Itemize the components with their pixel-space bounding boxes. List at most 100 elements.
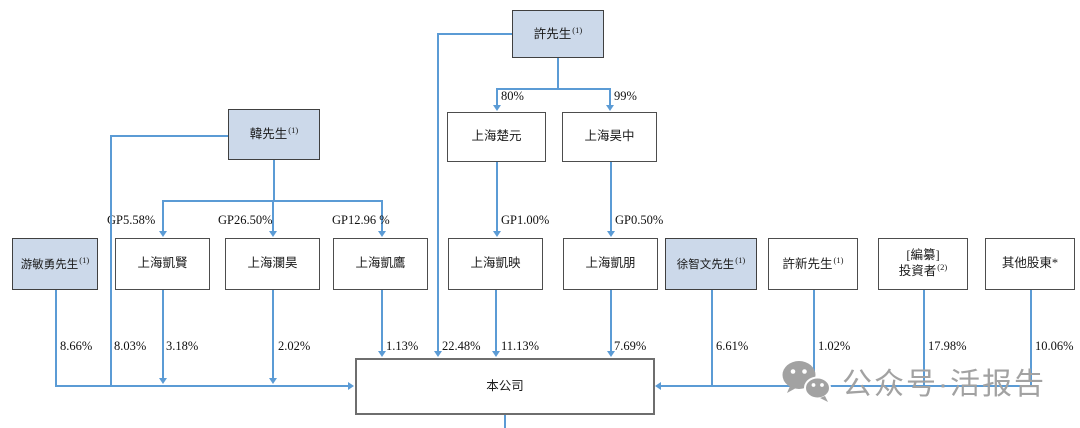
connector [110, 135, 112, 386]
entity-box-mr-han: 韓先生(1) [228, 109, 320, 160]
arrow-down-icon [493, 231, 501, 237]
ownership-label: 10.06% [1035, 339, 1074, 353]
connector [610, 162, 612, 232]
connector [557, 58, 559, 88]
connector [110, 135, 228, 137]
arrow-down-icon [269, 378, 277, 384]
ownership-label: 1.02% [818, 339, 851, 353]
arrow-down-icon [378, 231, 386, 237]
connector [55, 385, 349, 387]
watermark: 公众号·活报告 [780, 358, 1046, 404]
arrow-left-icon [655, 382, 661, 390]
note-superscript: (1) [79, 254, 90, 265]
entity-box-company: 本公司 [355, 358, 655, 415]
arrow-right-icon [348, 382, 354, 390]
entity-label: 許新先生(1) [782, 254, 844, 271]
entity-label: 許先生(1) [533, 24, 583, 41]
connector [272, 200, 274, 232]
entity-box-mr-xu: 許先生(1) [512, 10, 604, 58]
connector [495, 290, 497, 352]
entity-label: 上海凱鷹 [355, 256, 406, 271]
entity-label: 上海凱朋 [585, 256, 636, 271]
entity-box-xu-zhiwen: 徐智文先生(1) [665, 238, 757, 290]
ownership-label: 2.02% [278, 339, 311, 353]
entity-box-haozhong: 上海昊中 [562, 112, 657, 162]
entity-box-kaiying-a: 上海凱鷹 [333, 238, 428, 290]
entity-box-xu-xin: 許新先生(1) [768, 238, 858, 290]
entity-box-kaiying-b: 上海凱映 [448, 238, 543, 290]
ownership-label: 6.61% [716, 339, 749, 353]
entity-label: 上海昊中 [584, 129, 635, 144]
arrow-down-icon [378, 351, 386, 357]
entity-box-kaipeng: 上海凱朋 [563, 238, 658, 290]
connector [162, 200, 164, 232]
arrow-down-icon [606, 105, 614, 111]
ownership-label: GP1.00% [501, 213, 550, 227]
ownership-label: 1.13% [386, 339, 419, 353]
arrow-down-icon [493, 105, 501, 111]
entity-label: 上海楚元 [471, 129, 522, 144]
ownership-label: 8.66% [60, 339, 93, 353]
connector [1030, 290, 1032, 386]
watermark-text: 公众号·活报告 [842, 368, 1046, 401]
arrow-down-icon [607, 351, 615, 357]
note-superscript: (2) [937, 262, 948, 273]
connector [272, 290, 274, 379]
ownership-label: 11.13% [501, 339, 540, 353]
ownership-label: 80% [501, 89, 524, 103]
arrow-down-icon [434, 351, 442, 357]
ownership-label: 3.18% [166, 339, 199, 353]
connector [496, 88, 610, 90]
connector [437, 33, 512, 35]
entity-box-chuyuan: 上海楚元 [447, 112, 546, 162]
note-superscript: (1) [572, 24, 583, 35]
connector [923, 290, 925, 386]
note-superscript: (1) [288, 125, 299, 136]
ownership-label: 99% [614, 89, 637, 103]
entity-label: 上海凱映 [470, 256, 521, 271]
connector [273, 160, 275, 200]
note-superscript: (1) [735, 254, 746, 265]
ownership-label: GP12.96 % [332, 213, 390, 227]
arrow-down-icon [269, 231, 277, 237]
entity-label: 上海凱賢 [137, 256, 188, 271]
wechat-icon [782, 361, 831, 402]
entity-label: [編纂] 投資者(2) [898, 247, 948, 279]
connector [813, 290, 815, 386]
ownership-label: GP5.58% [107, 213, 156, 227]
connector [609, 88, 611, 106]
ownership-label: 8.03% [114, 339, 147, 353]
connector [496, 88, 498, 106]
connector [610, 290, 612, 352]
ownership-label: GP0.50% [615, 213, 664, 227]
arrow-down-icon [492, 351, 500, 357]
connector [661, 385, 1031, 387]
arrow-down-icon [159, 378, 167, 384]
ownership-label: GP26.50% [218, 213, 273, 227]
ownership-label: 17.98% [928, 339, 967, 353]
arrow-down-icon [607, 231, 615, 237]
connector [437, 33, 439, 352]
note-superscript: (1) [833, 254, 844, 265]
connector [55, 290, 57, 386]
entity-label: 游敏勇先生(1) [20, 254, 90, 271]
entity-label: 徐智文先生(1) [676, 254, 746, 271]
connector [381, 290, 383, 352]
entity-box-you-minyong: 游敏勇先生(1) [12, 238, 98, 290]
connector [162, 290, 164, 379]
connector [504, 415, 506, 428]
entity-box-lanhao: 上海瀾昊 [225, 238, 320, 290]
connector [381, 200, 383, 232]
connector [711, 290, 713, 386]
entity-box-kaixian: 上海凱賢 [115, 238, 210, 290]
ownership-label: 22.48% [442, 339, 481, 353]
ownership-label: 7.69% [614, 339, 647, 353]
arrow-down-icon [159, 231, 167, 237]
connector [496, 162, 498, 232]
entity-box-others: 其他股東* [985, 238, 1075, 290]
entity-label: 韓先生(1) [249, 125, 299, 142]
entity-label: 其他股東* [1001, 256, 1059, 271]
entity-box-investors: [編纂] 投資者(2) [878, 238, 968, 290]
entity-label: 上海瀾昊 [247, 256, 298, 271]
